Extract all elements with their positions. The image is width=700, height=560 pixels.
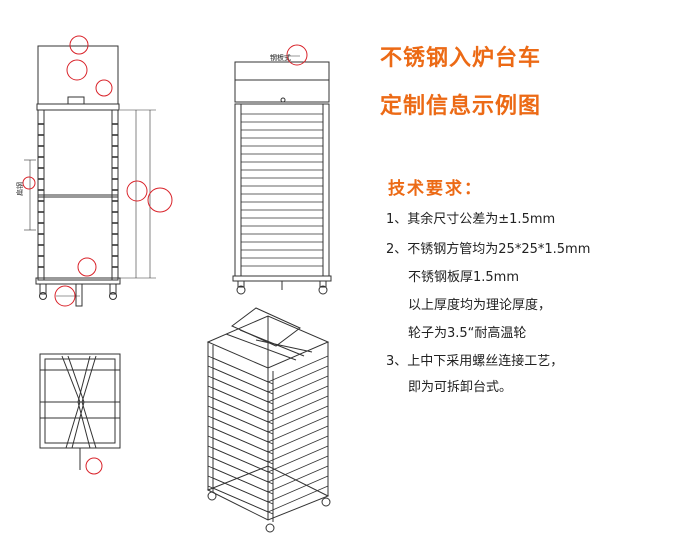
title-line-2: 定制信息示例图	[380, 94, 542, 119]
requirements-heading: 技术要求：	[388, 179, 483, 199]
top-view	[39, 353, 121, 470]
front-view	[24, 45, 156, 307]
side-view	[232, 55, 332, 295]
requirement-2-wheels: 轮子为3.5“耐高温轮	[408, 326, 527, 341]
requirement-3-detachable: 即为可拆卸台式。	[408, 380, 513, 395]
technical-drawing: 扁钢 钢板式	[15, 35, 332, 533]
requirement-3: 3、上中下采用螺丝连接工艺，	[386, 354, 564, 369]
side-top-label: 钢板式	[270, 53, 291, 62]
requirement-2: 2、不锈钢方管均为25*25*1.5mm	[386, 242, 591, 257]
requirement-1: 1、其余尺寸公差为±1.5mm	[386, 212, 556, 227]
requirement-2-plate: 不锈钢板厚1.5mm	[408, 270, 520, 285]
front-dimension-label: 扁钢	[15, 182, 24, 196]
markup-circles	[22, 35, 308, 475]
isometric-view	[206, 307, 331, 533]
title-line-1: 不锈钢入炉台车	[380, 46, 542, 71]
requirement-2-theoretical: 以上厚度均为理论厚度，	[408, 298, 552, 313]
